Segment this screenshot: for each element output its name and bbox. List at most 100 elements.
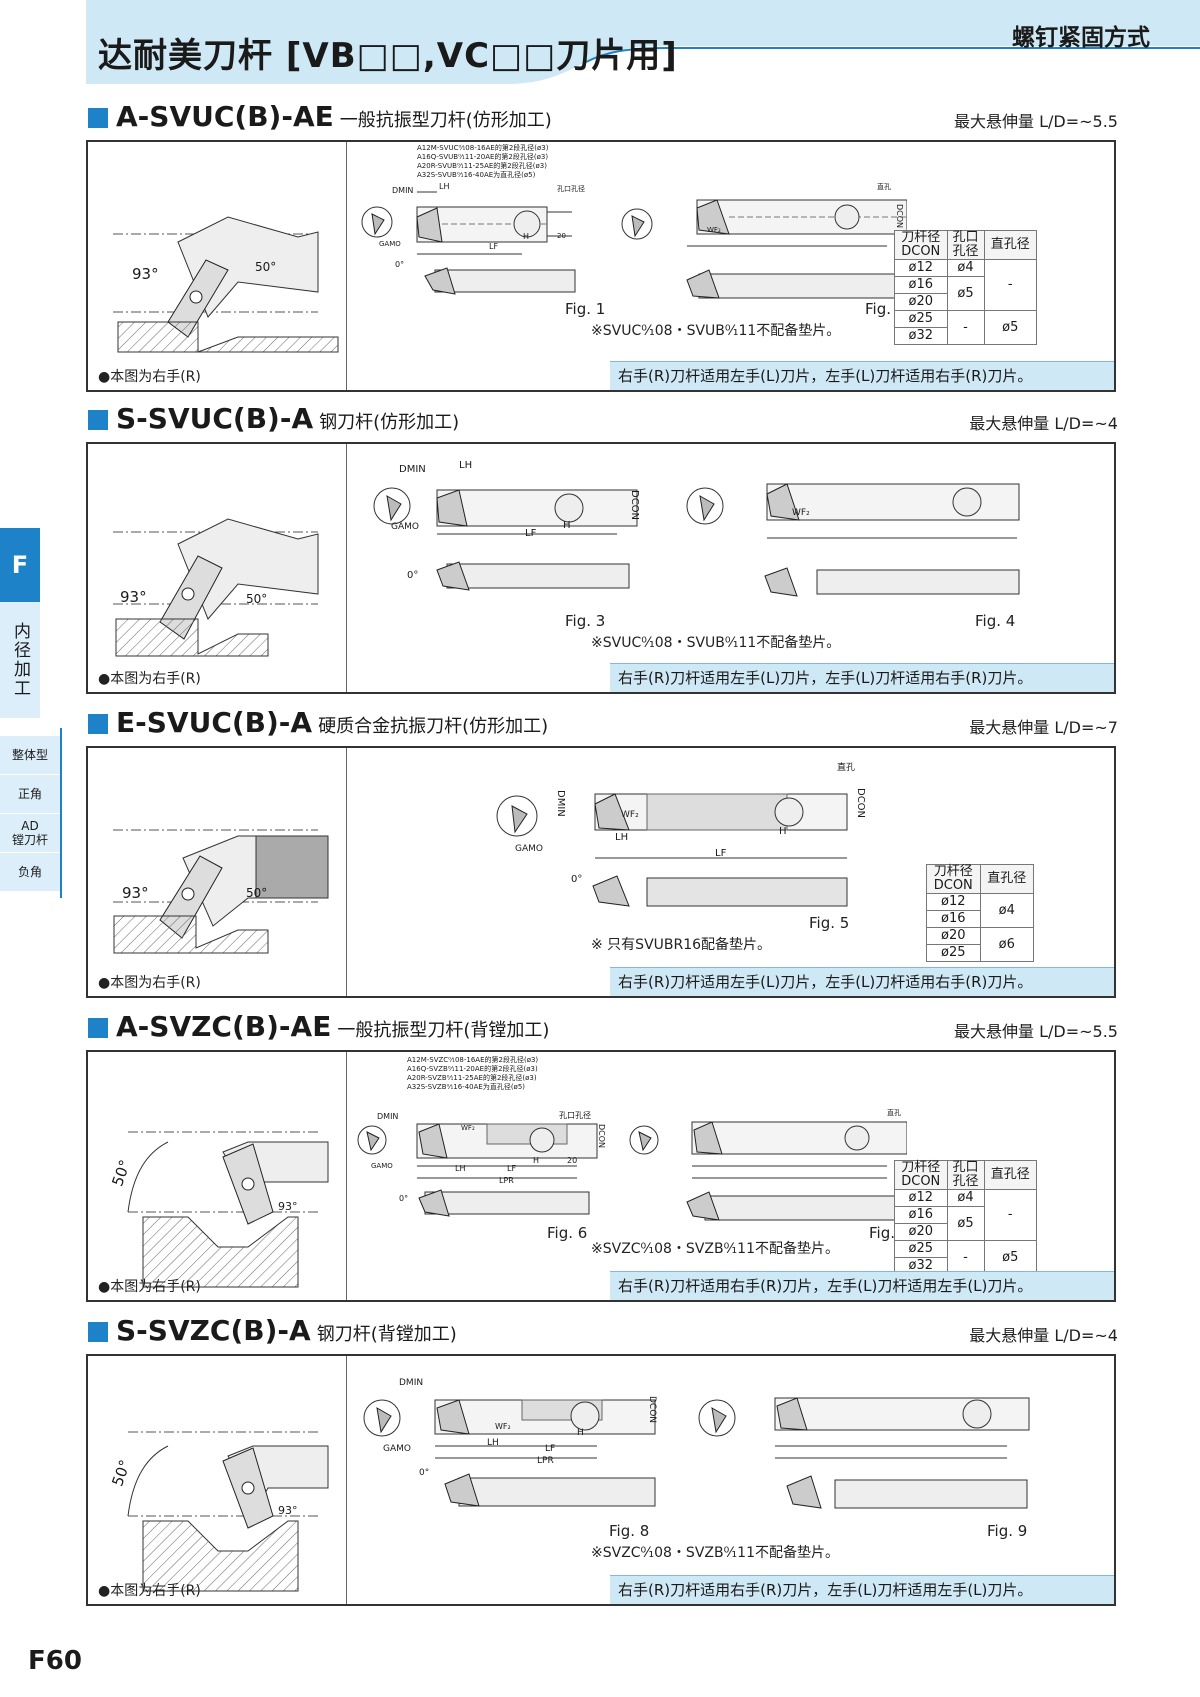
chapter-category: 内径加工 (0, 602, 40, 718)
dim-zero-angle: 0° (419, 1468, 430, 1478)
dim-lf: LF (507, 1164, 517, 1173)
section-a-svzc-box: 50° 93° A12M-SVZC⁰⁄₁08-16AE的第2段孔径(ø3) A1… (86, 1050, 1116, 1302)
dim-lf: LF (489, 242, 499, 251)
fig5-drawing (496, 793, 848, 907)
turning-profile-illustration (113, 518, 319, 657)
fig3-label: Fig. 3 (565, 612, 606, 630)
section-marker-icon (88, 410, 108, 430)
right-hand-note: ●本图为右手(R) (98, 369, 201, 385)
dim-h: H (523, 232, 530, 241)
dim-lh: LH (455, 1164, 466, 1173)
fig1-fig2-drawings (361, 191, 907, 299)
turning-profile-illustration (113, 829, 329, 954)
dim-lf: LF (715, 848, 727, 859)
dim-lh: LH (487, 1438, 499, 1448)
dim-gamo: GAMO (379, 240, 401, 248)
side-tab-negative[interactable]: 负角 (0, 853, 60, 892)
shim-note: ※SVZC⁰⁄₁08・SVZB⁰⁄₁11不配备垫片。 (591, 1545, 839, 1561)
shim-note: ※SVUC⁰⁄₁08・SVUB⁰⁄₁11不配备垫片。 (591, 323, 841, 339)
dim-lf: LF (525, 528, 537, 539)
chapter-tab-f[interactable]: F (0, 528, 40, 602)
dim-zero-angle: 0° (571, 874, 583, 885)
dim-h: H (577, 1428, 584, 1438)
fig8-fig9-drawings (363, 1397, 1030, 1509)
table-row: ø25-ø5 (894, 1240, 1037, 1275)
section-s-svzc-box: 50° 93° DMIN GAMO LH LF LPR (86, 1354, 1116, 1606)
shim-note: ※ 只有SVUBR16配备垫片。 (591, 937, 772, 953)
table-row: ø25 (926, 944, 1034, 962)
section-marker-icon (88, 108, 108, 128)
section-max-overhang: 最大悬伸量 L/D=~7 (969, 718, 1118, 737)
fig1-label: Fig. 1 (565, 300, 606, 318)
second-bore-notes: A12M-SVUC⁰⁄₁08-16AE的第2段孔径(ø3) A16Q-SVUB⁰… (417, 144, 549, 179)
dim-zero-angle: 0° (395, 260, 405, 269)
dim-gamo: GAMO (383, 1444, 411, 1454)
dim-lf: LF (545, 1444, 556, 1454)
dim-dmin: DMIN (555, 790, 566, 817)
section-max-overhang: 最大悬伸量 L/D=~5.5 (954, 1022, 1118, 1041)
dim-gamo: GAMO (371, 1162, 393, 1170)
fig4-label: Fig. 4 (975, 612, 1016, 630)
compatibility-band: 右手(R)刀杆适用左手(L)刀片，左手(L)刀杆适用右手(R)刀片。 (610, 361, 1114, 390)
shim-note: ※SVUC⁰⁄₁08・SVUB⁰⁄₁11不配备垫片。 (591, 635, 841, 651)
side-tab-ad-boring-bar[interactable]: AD 镗刀杆 (0, 814, 60, 853)
shim-note: ※SVZC⁰⁄₁08・SVZB⁰⁄₁11不配备垫片。 (591, 1241, 839, 1257)
dim-wf2: WF₂ (621, 810, 639, 820)
dim-wf2: WF₂ (495, 1422, 511, 1431)
dim-zero-angle: 0° (399, 1194, 409, 1203)
section-max-overhang: 最大悬伸量 L/D=~5.5 (954, 112, 1118, 131)
compatibility-band: 右手(R)刀杆适用左手(L)刀片，左手(L)刀杆适用右手(R)刀片。 (610, 663, 1114, 692)
back-angle-label: 50° (246, 886, 268, 900)
fig6-fig7-drawings (357, 1121, 907, 1221)
right-hand-note: ●本图为右手(R) (98, 1583, 201, 1599)
table-row: ø32 (894, 327, 1037, 345)
dim-entrance-hole: 孔口孔径 (559, 1111, 591, 1120)
machining-diagram: 50° 93° (88, 1356, 347, 1604)
dim-dmin: DMIN (377, 1112, 399, 1121)
section-a-svuc-box: 93° 50° A12M-SVUC⁰⁄₁08-16AE的第2段孔径(ø3) A1… (86, 140, 1116, 392)
fig8-label: Fig. 8 (609, 1522, 650, 1540)
dim-dcon: DCON (895, 204, 904, 229)
page-number: F60 (28, 1646, 82, 1676)
dim-dmin: DMIN (392, 186, 414, 195)
clamping-method-label: 螺钉紧固方式 (1012, 25, 1150, 51)
approach-angle-label: 93° (278, 1504, 298, 1517)
dim-dcon: DCON (647, 1396, 657, 1424)
dim-wf2: WF₂ (461, 1124, 475, 1132)
side-tab-indicator (60, 728, 62, 898)
dim-h: H (563, 520, 571, 531)
dim-dcon: DCON (629, 490, 640, 521)
section-code: A-SVZC(B)-AE (116, 1010, 332, 1043)
approach-angle-label: 93° (120, 588, 147, 606)
dim-gamo: GAMO (391, 522, 419, 532)
dim-dmin: DMIN (399, 464, 426, 475)
section-e-svuc-box: 93° 50° GAMO DMIN LH LF H DCON 直孔 WF₂ 0°… (86, 746, 1116, 998)
right-hand-note: ●本图为右手(R) (98, 975, 201, 991)
table-row: ø32 (894, 1257, 1037, 1275)
side-tab-solid[interactable]: 整体型 (0, 736, 60, 775)
side-tab-positive[interactable]: 正角 (0, 775, 60, 814)
dim-20: 20 (557, 232, 566, 240)
dim-lh: LH (439, 182, 450, 191)
compatibility-band: 右手(R)刀杆适用左手(L)刀片，左手(L)刀杆适用右手(R)刀片。 (610, 967, 1114, 996)
back-boring-illustration (127, 1431, 329, 1592)
machining-diagram: 93° 50° (88, 444, 347, 692)
dim-straight-hole: 直孔 (887, 1109, 901, 1117)
right-hand-note: ●本图为右手(R) (98, 1279, 201, 1295)
section-subtitle: 一般抗振型刀杆(仿形加工) (339, 110, 552, 131)
approach-angle-label: 93° (278, 1200, 298, 1213)
dim-lh: LH (459, 460, 473, 471)
section-max-overhang: 最大悬伸量 L/D=~4 (969, 1326, 1118, 1345)
dim-lh: LH (615, 832, 629, 843)
back-boring-illustration (127, 1131, 329, 1288)
turning-profile-illustration (113, 216, 339, 353)
